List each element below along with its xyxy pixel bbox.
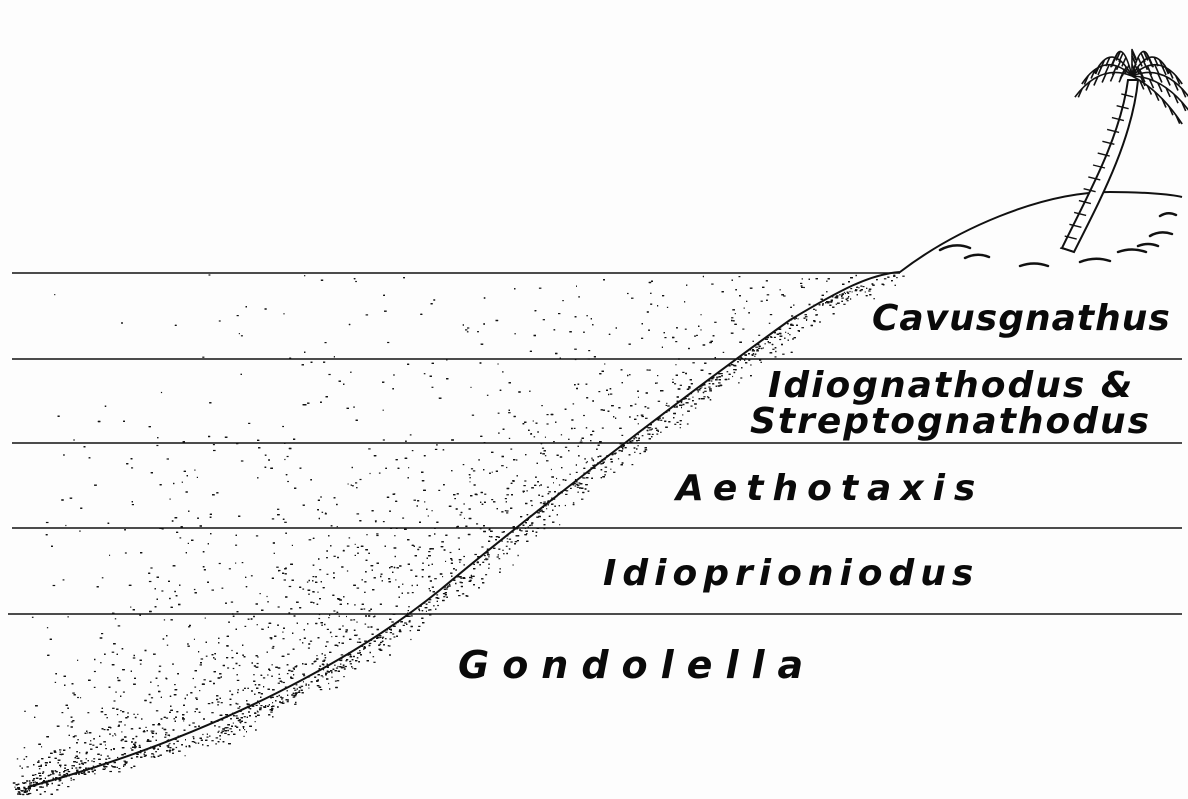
sediment-stipple — [13, 274, 905, 795]
zone-label-cavusgnathus: Cavusgnathus — [872, 301, 1171, 337]
zone-label-gondolella: Gondolella — [458, 646, 816, 684]
seafloor-profile-line — [28, 192, 1182, 787]
zone-label-line: Idiognathodus & — [750, 368, 1151, 404]
zone-label-line: Streptognathodus — [750, 404, 1151, 440]
zone-label-idioprioniodus: Idioprioniodus — [603, 556, 979, 592]
island-water-ripples — [940, 213, 1176, 266]
zone-label-aethotaxis: Aethotaxis — [676, 471, 984, 507]
zone-label-idiognathodus-streptognathodus: Idiognathodus & Streptognathodus — [750, 368, 1151, 440]
palm-tree-icon — [1060, 50, 1188, 252]
